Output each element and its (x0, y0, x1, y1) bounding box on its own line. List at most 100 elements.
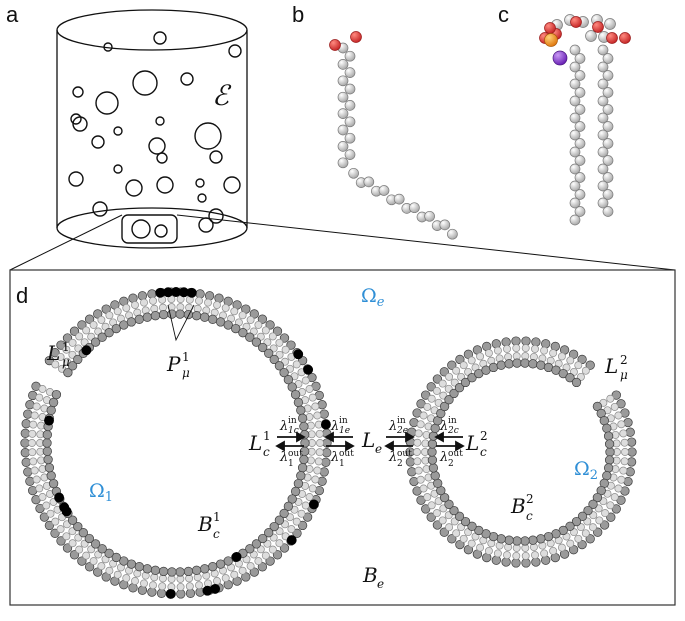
oxygen-bead (544, 22, 556, 34)
svg-text:1: 1 (263, 429, 271, 443)
outer-tail-bead (305, 493, 314, 501)
inner-head-bead (454, 511, 465, 521)
outer-head-bead (585, 360, 595, 370)
svg-text:λ: λ (279, 450, 288, 465)
outer-tail-bead (221, 303, 230, 312)
outer-tail-bead (614, 411, 623, 420)
outer-head-bead (432, 520, 443, 530)
carbon-bead (424, 210, 435, 222)
inner-head-bead (604, 439, 615, 449)
panel-b: b (292, 2, 458, 240)
inner-head-bead (167, 567, 177, 577)
outer-head-bead (44, 355, 55, 366)
outer-tail-bead (531, 344, 539, 353)
carbon-bead (337, 91, 349, 103)
outer-tail-bead (601, 509, 610, 518)
outer-head-bead (93, 567, 103, 577)
outer-tail-bead (246, 562, 255, 571)
outer-tail-bead (254, 320, 263, 329)
outer-tail-bead (32, 475, 41, 484)
inner-head-bead (467, 521, 477, 531)
inner-head-bead (238, 328, 248, 338)
outer-head-bead (147, 587, 157, 597)
carbon-bead (597, 78, 609, 90)
inner-head-bead (183, 309, 194, 320)
outer-head-bead (447, 360, 457, 370)
outer-tail-bead (606, 394, 615, 403)
outer-tail-bead (531, 551, 539, 560)
carbon-bead (337, 75, 349, 87)
carbon-bead (569, 112, 581, 124)
outer-tail-bead (484, 349, 493, 358)
label-L-c-2: L 2 c (465, 429, 488, 459)
svg-text:e: e (377, 577, 384, 591)
outer-tail-bead (574, 534, 583, 543)
inner-head-bead (283, 501, 294, 511)
outer-tail-bead (292, 360, 301, 369)
carbon-bead (597, 146, 609, 158)
oxygen-bead (619, 32, 631, 44)
outer-head-bead (69, 326, 80, 336)
membrane-protein (320, 419, 331, 430)
carbon-bead (569, 180, 581, 192)
exchange-arrows (275, 431, 465, 452)
outer-head-bead (147, 289, 157, 299)
outer-head-bead (297, 520, 308, 531)
carbon-bead (569, 163, 581, 175)
svg-text:2: 2 (397, 459, 403, 469)
inner-head-bead (444, 395, 454, 405)
outer-tail-bead (308, 484, 317, 493)
outer-tail-bead (185, 582, 194, 591)
carbon-bead (602, 104, 614, 115)
carbon-bead (602, 206, 614, 217)
outer-head-bead (501, 557, 511, 567)
inner-head-bead (287, 382, 297, 392)
inner-head-bead (603, 463, 614, 473)
outer-tail-bead (610, 402, 619, 411)
outer-head-bead (455, 354, 465, 365)
outer-tail-bead (268, 545, 277, 554)
inner-head-bead (208, 562, 218, 572)
inner-head-bead (142, 312, 152, 322)
outer-tail-bead (28, 448, 37, 457)
outer-tail-bead (82, 551, 91, 560)
outer-tail-bead (459, 534, 468, 543)
membrane-protein (308, 499, 319, 510)
svg-text:L: L (361, 428, 375, 452)
outer-tail-bead (314, 457, 323, 466)
svg-text:λ: λ (388, 450, 397, 465)
svg-text:1: 1 (213, 510, 221, 524)
outer-tail-bead (62, 345, 71, 354)
outer-tail-bead (413, 457, 422, 466)
svg-text:P: P (166, 352, 181, 376)
outer-tail-bead (503, 344, 511, 353)
inner-head-bead (444, 499, 454, 509)
carbon-bead (569, 129, 581, 141)
svg-text:2e: 2e (396, 426, 408, 436)
inner-head-bead (97, 544, 107, 554)
outer-head-bead (77, 320, 87, 330)
inner-head-bead (264, 348, 274, 358)
carbon-bead (447, 228, 458, 240)
membrane-protein (81, 345, 92, 356)
oxygen-bead (329, 39, 341, 51)
outer-head-bead (204, 291, 215, 301)
svg-text:B: B (362, 563, 378, 587)
outer-head-bead (611, 390, 621, 400)
inner-head-bead (150, 311, 161, 321)
outer-tail-bead (131, 577, 139, 585)
rate-lambda-2-out-left: λ out 2 (388, 449, 412, 469)
region-omega-1: Ω1 (89, 480, 113, 505)
inner-head-bead (158, 566, 169, 577)
inner-head-bead (454, 383, 465, 393)
outer-tail-bead (105, 566, 114, 575)
label-B-e: B e (362, 563, 384, 591)
inner-head-bead (245, 544, 255, 554)
outer-tail-bead (238, 311, 247, 320)
outer-tail-bead (230, 307, 239, 316)
label-L-e: L e (361, 428, 382, 456)
outer-head-bead (585, 534, 595, 544)
outer-tail-bead (213, 577, 221, 585)
panel-label-d: d (16, 283, 28, 308)
svg-text:2: 2 (480, 429, 488, 443)
